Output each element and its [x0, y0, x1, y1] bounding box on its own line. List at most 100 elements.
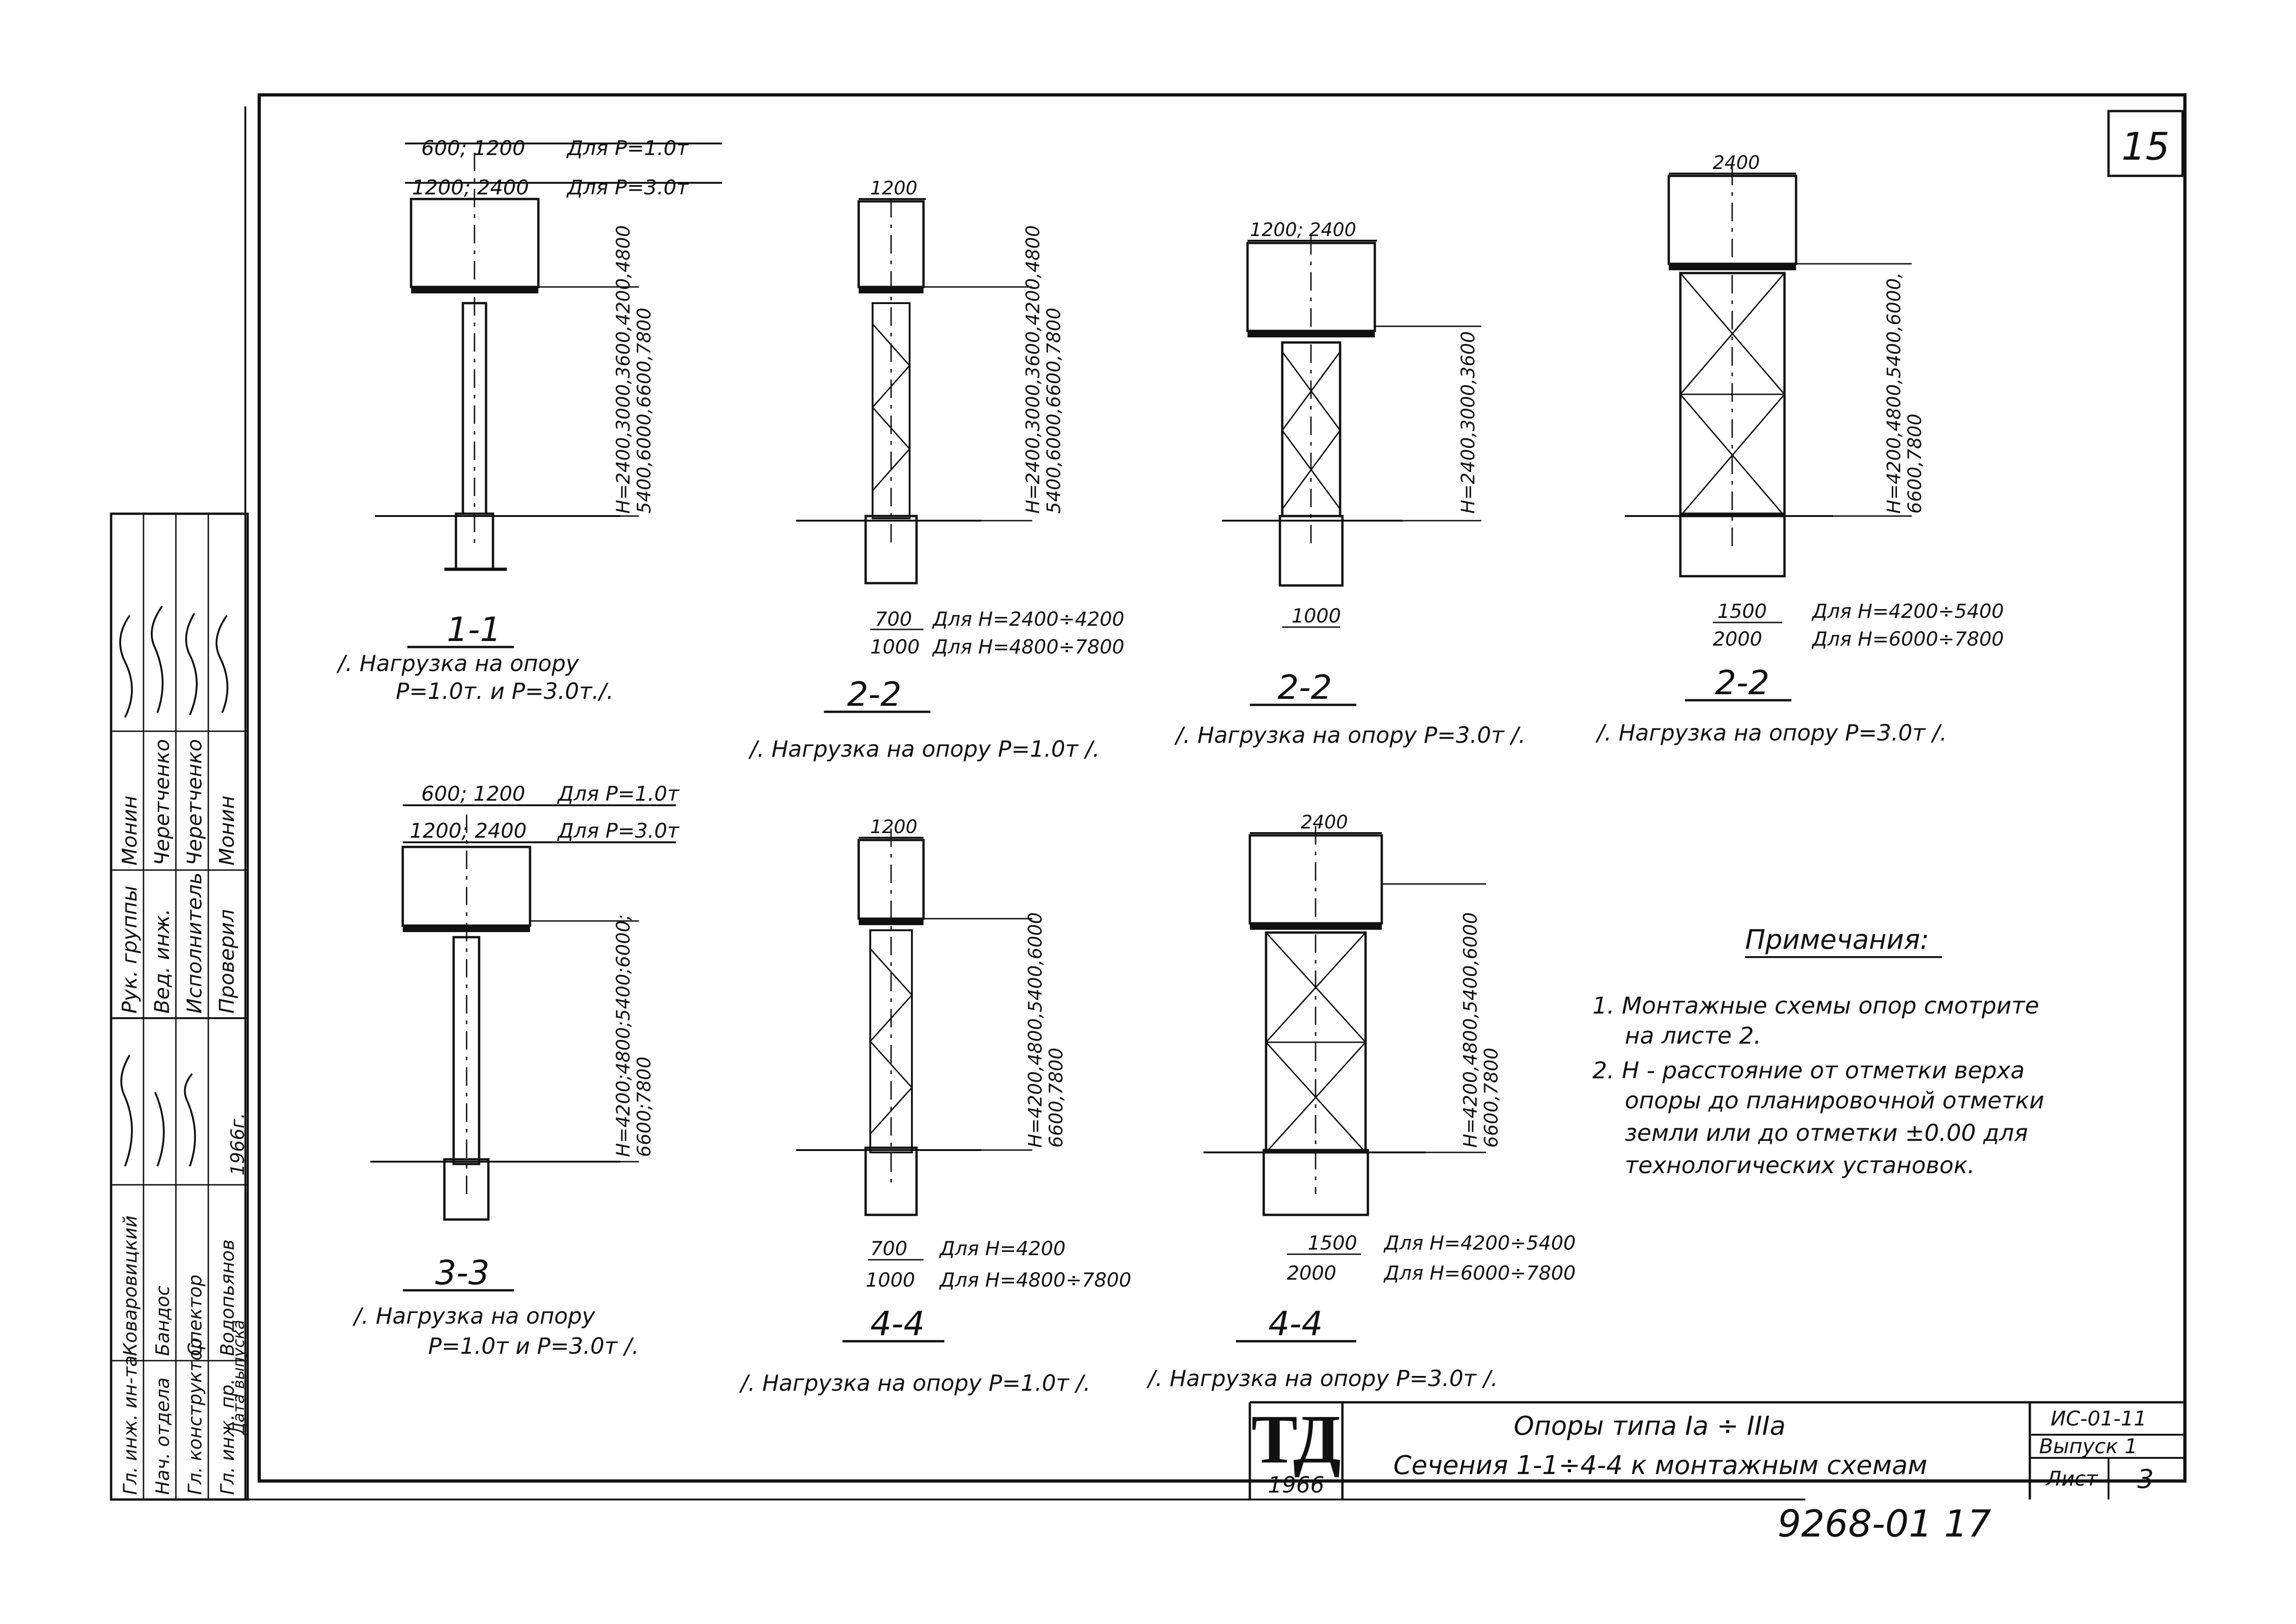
s44b-height-1: H=4200,4800,5400,6000: [1460, 912, 1481, 1148]
s33-footing: [443, 1158, 490, 1221]
notes-line-5: земли или до отметки ±0.00 для: [1625, 1120, 2028, 1146]
s22a-height-2: 5400,6000,6600,7800: [1043, 308, 1065, 514]
s44a-caption: /. Нагрузка на опору P=1.0т /.: [739, 1370, 1091, 1396]
sheet-frame: [257, 93, 2187, 1483]
s44b-base-1: 1500: [1308, 1232, 1357, 1254]
title-block: ТД 1966 Опоры типа Iа ÷ IIIа Сечения 1-1…: [1248, 1401, 2185, 1500]
s22b-label: 2-2: [1278, 668, 1332, 707]
s22b-base: 1000: [1292, 604, 1341, 627]
issue-number: Выпуск 1: [2039, 1435, 2137, 1458]
section-1-1: 600; 1200 Для P=1.0т 1200; 2400 Для P=3.…: [336, 137, 722, 704]
section-2-2-c: 2400 H=4200,4800,5400,6000, 6600,7800 15…: [1595, 152, 2004, 746]
side-stamp: Рук. группы Монин Вед. инж. Черетченко И…: [110, 512, 249, 1501]
notes-line-6: технологических установок.: [1625, 1152, 1975, 1179]
s33-dim-top-2: 1200; 2400: [410, 819, 527, 843]
notes-line-4: опоры до планировочной отметки: [1625, 1087, 2044, 1114]
s22a-label: 2-2: [847, 675, 902, 714]
s22a-base-1-note: Для H=2400÷4200: [932, 608, 1124, 630]
s11-dim-top-1-note: Для P=1.0т: [566, 137, 689, 160]
s22c-base-1-note: Для H=4200÷5400: [1811, 600, 2004, 622]
stamp2-name-3: Спектор: [185, 1275, 206, 1356]
s22c-base-2-note: Для H=6000÷7800: [1811, 628, 2004, 650]
s11-height-1: H=2400,3000,3600,4200,4800: [613, 225, 634, 514]
s11-height-2: 5400,6000,6600,7800: [634, 308, 655, 514]
stamp2-name-1: Коваровицкий: [120, 1215, 141, 1356]
s33-caption-1: /. Нагрузка на опору: [352, 1303, 595, 1329]
s44a-height-2: 6600,7800: [1046, 1048, 1067, 1148]
section-2-2-a: 1200 H=2400,3000,3600,4200,4800 5400,600…: [748, 178, 1124, 762]
stamp-name-1: Монин: [118, 796, 142, 865]
stamp-name-4: Монин: [215, 796, 239, 865]
logo: ТД: [1251, 1401, 1341, 1478]
stamp-role-2: Вед. инж.: [150, 908, 174, 1014]
s22b-footing: [1279, 515, 1344, 587]
s44b-label: 4-4: [1268, 1304, 1323, 1343]
title-line-1: Опоры типа Iа ÷ IIIа: [1514, 1411, 1785, 1441]
s44a-base-1-note: Для H=4200: [939, 1237, 1066, 1260]
notes-line-3: 2. H - расстояние от отметки верха: [1592, 1057, 2025, 1084]
sheet-number-box: [2107, 110, 2184, 177]
s44b-base-1-note: Для H=4200÷5400: [1383, 1232, 1576, 1254]
s22c-height-1: H=4200,4800,5400,6000,: [1884, 272, 1905, 514]
notes: Примечания: 1. Монтажные схемы опор смот…: [1592, 924, 2044, 1179]
section-2-2-b: 1200; 2400 H=2400,3000,3600 1000 2-2 /. …: [1174, 219, 1526, 748]
s22a-base-2: 1000: [870, 635, 920, 658]
s11-dim-top-2-note: Для P=3.0т: [566, 176, 689, 199]
stamp2-name-2: Бандос: [152, 1286, 174, 1356]
s44b-footing: [1262, 1149, 1369, 1216]
s33-dim-top-1-note: Для P=1.0т: [557, 782, 680, 806]
doc-code: ИС-01-11: [2051, 1407, 2146, 1431]
stamp2-role-1: Гл. инж. ин-та: [120, 1356, 141, 1495]
section-4-4-a: 1200 H=4200,4800,5400,6000 6600,7800 700…: [739, 816, 1131, 1396]
section-3-3: 600; 1200 Для P=1.0т 1200; 2400 Для P=3.…: [352, 782, 680, 1359]
signatures-2: [120, 1054, 196, 1167]
s11-dim-top-2: 1200; 2400: [412, 176, 529, 199]
sheet-label: Лист: [2045, 1467, 2098, 1491]
s22c-caption: /. Нагрузка на опору P=3.0т /.: [1595, 720, 1947, 746]
s11-caption-2: P=1.0т. и P=3.0т./.: [396, 678, 614, 704]
s44b-base-2-note: Для H=6000÷7800: [1383, 1262, 1576, 1284]
s22b-dim-top: 1200; 2400: [1250, 219, 1356, 241]
s22a-dim-top: 1200: [870, 178, 917, 199]
stamp-name-2: Черетченко: [150, 739, 174, 865]
s33-dim-top-2-note: Для P=3.0т: [557, 819, 680, 843]
s44b-dim-top: 2400: [1301, 812, 1348, 833]
s22c-base-2: 2000: [1713, 628, 1762, 650]
s44b-height-2: 6600,7800: [1481, 1048, 1502, 1148]
s22b-height-1: H=2400,3000,3600: [1458, 331, 1479, 514]
s44b-caption: /. Нагрузка на опору P=3.0т /.: [1146, 1366, 1498, 1392]
stamp-year: 1966г.: [227, 1113, 249, 1176]
s33-caption-2: P=1.0т и P=3.0т /.: [428, 1333, 639, 1359]
stamp2-role-4: Гл. инж. пр.: [217, 1379, 238, 1495]
s22a-height-1: H=2400,3000,3600,4200,4800: [1023, 225, 1044, 514]
notes-title: Примечания:: [1745, 924, 1929, 955]
notes-line-1: 1. Монтажные схемы опор смотрите: [1592, 992, 2039, 1019]
s44a-label: 4-4: [870, 1304, 925, 1343]
s33-height-2: 6600;7800: [634, 1057, 655, 1157]
s44a-dim-top: 1200: [870, 816, 917, 838]
stamp-name-3: Черетченко: [183, 739, 206, 865]
sheet-value: 3: [2137, 1464, 2154, 1494]
stamp-role-3: Исполнитель: [183, 872, 206, 1014]
s44b-base-2: 2000: [1287, 1262, 1336, 1284]
s22b-caption: /. Нагрузка на опору P=3.0т /.: [1174, 722, 1526, 748]
s44a-base-2-note: Для H=4800÷7800: [939, 1269, 1131, 1291]
s33-dim-top-1: 600; 1200: [421, 782, 525, 806]
s22a-footing: [864, 515, 918, 585]
s22c-label: 2-2: [1715, 663, 1770, 702]
stamp2-role-3: Гл. конструктор: [185, 1338, 206, 1495]
s44a-base-1: 700: [870, 1237, 907, 1260]
s33-label: 3-3: [435, 1253, 490, 1292]
s11-label: 1-1: [447, 610, 501, 649]
s22a-column: [872, 302, 911, 519]
s11-caption-1: /. Нагрузка на опору: [336, 651, 579, 677]
s22a-caption: /. Нагрузка на опору P=1.0т /.: [748, 736, 1100, 762]
logo-year: 1966: [1268, 1472, 1324, 1498]
s22c-base-1: 1500: [1717, 600, 1767, 622]
s33-height-1: H=4200;4800;5400;6000;: [613, 914, 634, 1157]
s44a-base-2: 1000: [866, 1269, 915, 1291]
stamp2-role-2: Нач. отдела: [152, 1377, 174, 1495]
s22c-height-2: 6600,7800: [1904, 414, 1926, 514]
stamp-role-1: Рук. группы: [118, 886, 142, 1014]
